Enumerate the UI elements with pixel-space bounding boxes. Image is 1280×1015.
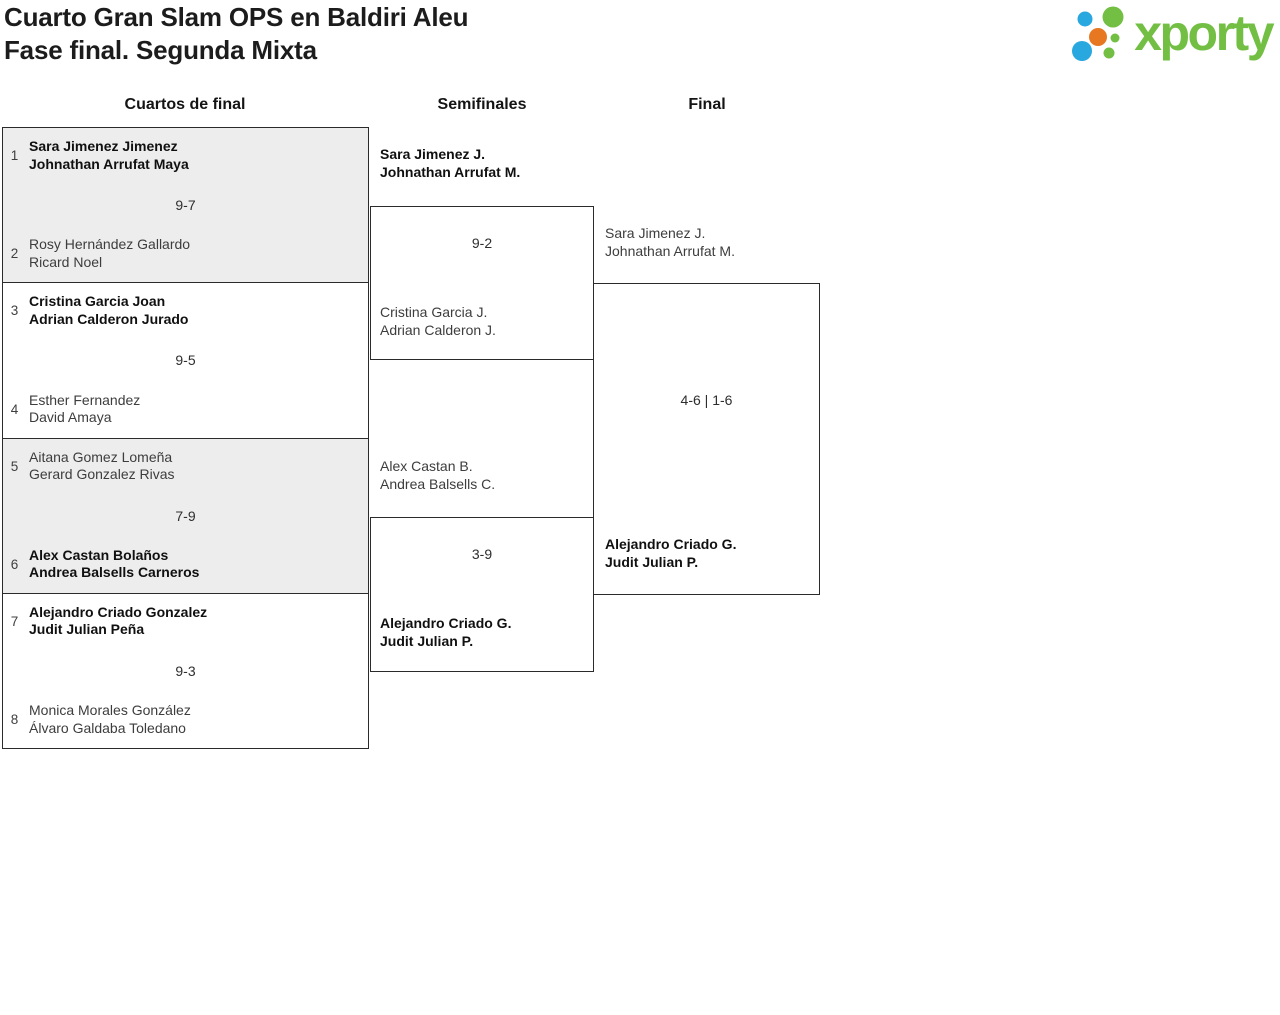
sf1-team-top: Sara Jimenez J. Johnathan Arrufat M. <box>380 146 520 181</box>
team-name-line2: Álvaro Galdaba Toledano <box>29 719 186 736</box>
qf-match-3: 5 Aitana Gomez Lomeña Gerard Gonzalez Ri… <box>3 438 368 594</box>
sf1-team-bottom: Cristina Garcia J. Adrian Calderon J. <box>380 304 496 339</box>
team-name-line1: Rosy Hernández Gallardo <box>29 236 191 253</box>
seed-number: 3 <box>10 303 19 319</box>
team-name-line1: Alex Castan B. <box>380 458 473 474</box>
team-name-line1: Esther Fernandez <box>29 391 141 408</box>
final-team-bottom: Alejandro Criado G. Judit Julian P. <box>605 536 736 571</box>
team-name-line2: Ricard Noel <box>29 253 103 270</box>
match-score: 9-3 <box>175 662 196 679</box>
qf4-team-top: 7 Alejandro Criado Gonzalez Judit Julian… <box>3 604 368 639</box>
match-score: 3-9 <box>471 546 493 562</box>
team-name-line1: Sara Jimenez J. <box>380 146 486 162</box>
seed-number: 2 <box>10 246 19 262</box>
team-name: Sara Jimenez Jimenez Johnathan Arrufat M… <box>29 138 189 173</box>
team-name: Alex Castan Bolaños Andrea Balsells Carn… <box>29 547 199 582</box>
team-name-line2: Johnathan Arrufat M. <box>605 242 735 259</box>
match-score: 4-6 | 1-6 <box>680 392 733 408</box>
team-name-line2: Andrea Balsells C. <box>380 475 496 492</box>
team-name: Rosy Hernández Gallardo Ricard Noel <box>29 236 190 271</box>
page-title-line2: Fase final. Segunda Mixta <box>4 35 317 65</box>
team-name-line1: Monica Morales González <box>29 702 191 718</box>
team-name-line2: Judit Julian P. <box>605 553 699 570</box>
team-name-line2: David Amaya <box>29 409 112 425</box>
sf2-team-bottom: Alejandro Criado G. Judit Julian P. <box>380 615 511 650</box>
seed-number: 7 <box>10 613 19 629</box>
team-name-line2: Andrea Balsells Carneros <box>29 564 200 581</box>
team-name-line1: Aitana Gomez Lomeña <box>29 448 173 465</box>
qf3-team-bottom: 6 Alex Castan Bolaños Andrea Balsells Ca… <box>3 547 368 582</box>
team-name-line1: Cristina Garcia Joan <box>29 293 166 310</box>
match-score: 9-5 <box>175 352 196 369</box>
qf1-team-bottom: 2 Rosy Hernández Gallardo Ricard Noel <box>3 236 368 271</box>
round-header-final: Final <box>688 96 726 113</box>
team-name-line2: Judit Julian P. <box>380 632 474 649</box>
team-name-line1: Alejandro Criado G. <box>380 615 512 631</box>
team-name-line1: Alejandro Criado G. <box>605 536 737 552</box>
team-name-line2: Adrian Calderon J. <box>380 321 496 338</box>
qf2-team-top: 3 Cristina Garcia Joan Adrian Calderon J… <box>3 293 368 328</box>
team-name-line2: Gerard Gonzalez Rivas <box>29 466 175 482</box>
qf2-team-bottom: 4 Esther Fernandez David Amaya <box>3 392 368 427</box>
match-score: 9-2 <box>471 235 493 251</box>
team-name-line1: Sara Jimenez J. <box>605 225 706 241</box>
seed-number: 5 <box>10 458 19 474</box>
final-match-box: 4-6 | 1-6 <box>593 283 820 595</box>
xporty-wordmark: xporty <box>1134 5 1274 61</box>
team-name-line1: Alex Castan Bolaños <box>29 546 169 563</box>
qf-match-1: 1 Sara Jimenez Jimenez Johnathan Arrufat… <box>3 128 368 284</box>
team-name-line2: Judit Julian Peña <box>29 621 145 638</box>
team-name: Aitana Gomez Lomeña Gerard Gonzalez Riva… <box>29 449 175 484</box>
qf-match-4: 7 Alejandro Criado Gonzalez Judit Julian… <box>3 593 368 748</box>
qf-match-2: 3 Cristina Garcia Joan Adrian Calderon J… <box>3 283 368 439</box>
team-name-line2: Adrian Calderon Jurado <box>29 310 189 327</box>
team-name: Cristina Garcia Joan Adrian Calderon Jur… <box>29 293 188 328</box>
team-name-line1: Cristina Garcia J. <box>380 304 488 320</box>
quarterfinals-column: 1 Sara Jimenez Jimenez Johnathan Arrufat… <box>2 127 369 749</box>
xporty-logo[interactable]: xporty <box>1068 4 1274 69</box>
seed-number: 8 <box>10 712 19 727</box>
qf3-team-top: 5 Aitana Gomez Lomeña Gerard Gonzalez Ri… <box>3 449 368 484</box>
team-name-line2: Johnathan Arrufat Maya <box>29 155 189 172</box>
round-header-quarterfinals: Cuartos de final <box>124 96 246 113</box>
match-score: 7-9 <box>175 507 196 524</box>
seed-number: 6 <box>10 556 19 572</box>
team-name: Esther Fernandez David Amaya <box>29 392 140 427</box>
round-header-semifinals: Semifinales <box>437 96 527 113</box>
match-score: 9-7 <box>175 197 196 214</box>
sf2-team-top: Alex Castan B. Andrea Balsells C. <box>380 458 495 493</box>
xporty-dots-icon <box>1068 4 1130 69</box>
team-name-line1: Sara Jimenez Jimenez <box>29 138 178 154</box>
final-team-top: Sara Jimenez J. Johnathan Arrufat M. <box>605 225 735 260</box>
qf1-team-top: 1 Sara Jimenez Jimenez Johnathan Arrufat… <box>3 138 368 173</box>
team-name: Alejandro Criado Gonzalez Judit Julian P… <box>29 604 207 639</box>
team-name-line2: Johnathan Arrufat M. <box>380 163 521 180</box>
team-name-line1: Alejandro Criado Gonzalez <box>29 603 208 620</box>
team-name: Monica Morales González Álvaro Galdaba T… <box>29 702 191 737</box>
page-title: Cuarto Gran Slam OPS en Baldiri Aleu Fas… <box>4 1 468 67</box>
qf4-team-bottom: 8 Monica Morales González Álvaro Galdaba… <box>3 702 368 737</box>
seed-number: 1 <box>10 148 19 163</box>
seed-number: 4 <box>10 401 19 417</box>
page-title-line1: Cuarto Gran Slam OPS en Baldiri Aleu <box>4 2 469 32</box>
